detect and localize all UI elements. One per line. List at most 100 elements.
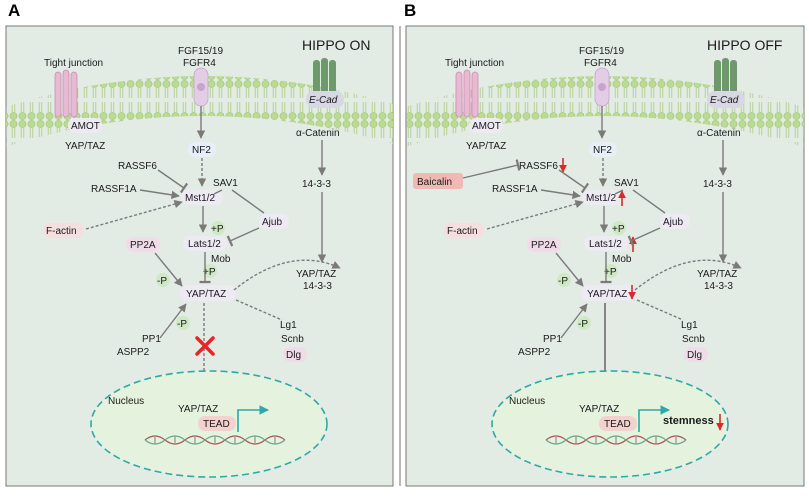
scnb-label: Scnb xyxy=(682,334,705,345)
stemness-label: stemness xyxy=(663,415,714,427)
phospho-badge xyxy=(211,221,225,235)
p-minus-label: -P xyxy=(177,319,187,330)
lats-label: Lats1/2 xyxy=(188,239,221,250)
amot-label: AMOT xyxy=(472,121,501,132)
baicalin-node xyxy=(413,173,463,189)
dephospho-badge xyxy=(156,273,170,287)
fgfr4-receptor-icon xyxy=(193,67,209,107)
mob-label: Mob xyxy=(612,254,632,265)
yap-1433-line1: YAP/TAZ xyxy=(697,269,737,280)
rassf1a-label: RASSF1A xyxy=(492,184,538,195)
factin-label: F-actin xyxy=(46,226,77,237)
transcription-arrow-icon xyxy=(237,405,269,432)
p-plus-label: +P xyxy=(203,267,216,278)
nf2-label: NF2 xyxy=(593,145,612,156)
yap-1433-line1: YAP/TAZ xyxy=(296,269,336,280)
yap-taz-node xyxy=(581,285,637,301)
pp2a-label: PP2A xyxy=(130,240,156,251)
yap-taz-main-label: YAP/TAZ xyxy=(186,289,226,300)
ajub-label: Ajub xyxy=(262,217,282,228)
dephospho-badge xyxy=(557,273,571,287)
pp2a-label: PP2A xyxy=(531,240,557,251)
panel-letter: A xyxy=(8,1,20,20)
yap-taz-top-label: YAP/TAZ xyxy=(466,141,506,152)
pp1-label: PP1 xyxy=(142,334,161,345)
p-plus-label: +P xyxy=(604,267,617,278)
rassf6-label: RASSF6 xyxy=(118,161,157,172)
dephospho-badge xyxy=(577,316,591,330)
aspp2-label: ASPP2 xyxy=(117,347,150,358)
nucleus-label: Nucleus xyxy=(509,396,545,407)
alpha-catenin-label: α-Catenin xyxy=(296,128,340,139)
fgf-label: FGF15/19 xyxy=(178,46,223,57)
nucleus-label: Nucleus xyxy=(108,396,144,407)
factin-node xyxy=(444,223,484,238)
ajub-node xyxy=(660,214,690,229)
pp2a-node xyxy=(527,237,561,252)
cell-membrane xyxy=(407,76,804,147)
tead-node xyxy=(599,416,637,431)
transcription-arrow-icon xyxy=(638,405,670,432)
sav1-label: SAV1 xyxy=(213,178,238,189)
p-minus-label: -P xyxy=(558,276,568,287)
ajub-node xyxy=(259,214,289,229)
yap-1433-line2: 14-3-3 xyxy=(704,281,733,292)
amot-node xyxy=(469,118,503,133)
yap-taz-top-label: YAP/TAZ xyxy=(65,141,105,152)
blocked-x-icon xyxy=(195,336,215,356)
sav1-label: SAV1 xyxy=(614,178,639,189)
tight-junction-label: Tight junction xyxy=(44,58,103,69)
yap-1433-line2: 14-3-3 xyxy=(303,281,332,292)
tead-label: TEAD xyxy=(203,419,230,430)
alpha-catenin-label: α-Catenin xyxy=(697,128,741,139)
ecad-label: E-Cad xyxy=(309,95,338,106)
factin-node xyxy=(43,223,83,238)
rassf1a-label: RASSF1A xyxy=(91,184,137,195)
phospho-badge xyxy=(612,221,626,235)
panel-title: HIPPO ON xyxy=(302,37,370,53)
amot-node xyxy=(68,118,102,133)
ajub-label: Ajub xyxy=(663,217,683,228)
panel-b: B HIPPO OFF Tight junction FGF15/19 FGFR… xyxy=(404,1,805,487)
mst-node xyxy=(582,190,624,205)
mst-label: Mst1/2 xyxy=(185,193,215,204)
aspp2-label: ASPP2 xyxy=(518,347,551,358)
factin-label: F-actin xyxy=(447,226,478,237)
lats-node xyxy=(584,236,628,251)
yap-taz-nuc-label: YAP/TAZ xyxy=(178,404,218,415)
mst-label: Mst1/2 xyxy=(586,193,616,204)
yap-taz-nuc-label: YAP/TAZ xyxy=(579,404,619,415)
pp2a-node xyxy=(126,237,160,252)
yap-taz-node xyxy=(180,285,236,301)
tight-junction-icon xyxy=(54,69,78,118)
panel-a: A HIPPO ON Tight junction FGF15/19 FGFR4 xyxy=(5,1,394,487)
fgfr4-receptor-icon xyxy=(594,67,610,107)
tight-junction-label: Tight junction xyxy=(445,58,504,69)
protein-1433-label: 14-3-3 xyxy=(703,179,732,190)
ecad-label: E-Cad xyxy=(710,95,739,106)
phospho-badge xyxy=(604,264,618,278)
dlg-node xyxy=(684,347,708,362)
dlg-node xyxy=(283,347,307,362)
nf2-node xyxy=(188,142,216,157)
lats-label: Lats1/2 xyxy=(589,239,622,250)
tead-node xyxy=(198,416,236,431)
lg1-label: Lg1 xyxy=(681,320,698,331)
p-plus-label: +P xyxy=(211,224,224,235)
pp1-label: PP1 xyxy=(543,334,562,345)
p-minus-label: -P xyxy=(157,276,167,287)
dna-helix-icon xyxy=(545,435,687,445)
rassf6-label: RASSF6 xyxy=(519,161,558,172)
amot-label: AMOT xyxy=(71,121,100,132)
ecad-icon xyxy=(707,58,745,108)
tight-junction-icon xyxy=(455,69,479,118)
panel-title: HIPPO OFF xyxy=(707,37,782,53)
protein-1433-label: 14-3-3 xyxy=(302,179,331,190)
lats-node xyxy=(183,236,227,251)
yap-taz-main-label: YAP/TAZ xyxy=(587,289,627,300)
baicalin-label: Baicalin xyxy=(417,177,452,188)
lg1-label: Lg1 xyxy=(280,320,297,331)
pathway-arrows xyxy=(85,106,341,396)
nf2-label: NF2 xyxy=(192,145,211,156)
